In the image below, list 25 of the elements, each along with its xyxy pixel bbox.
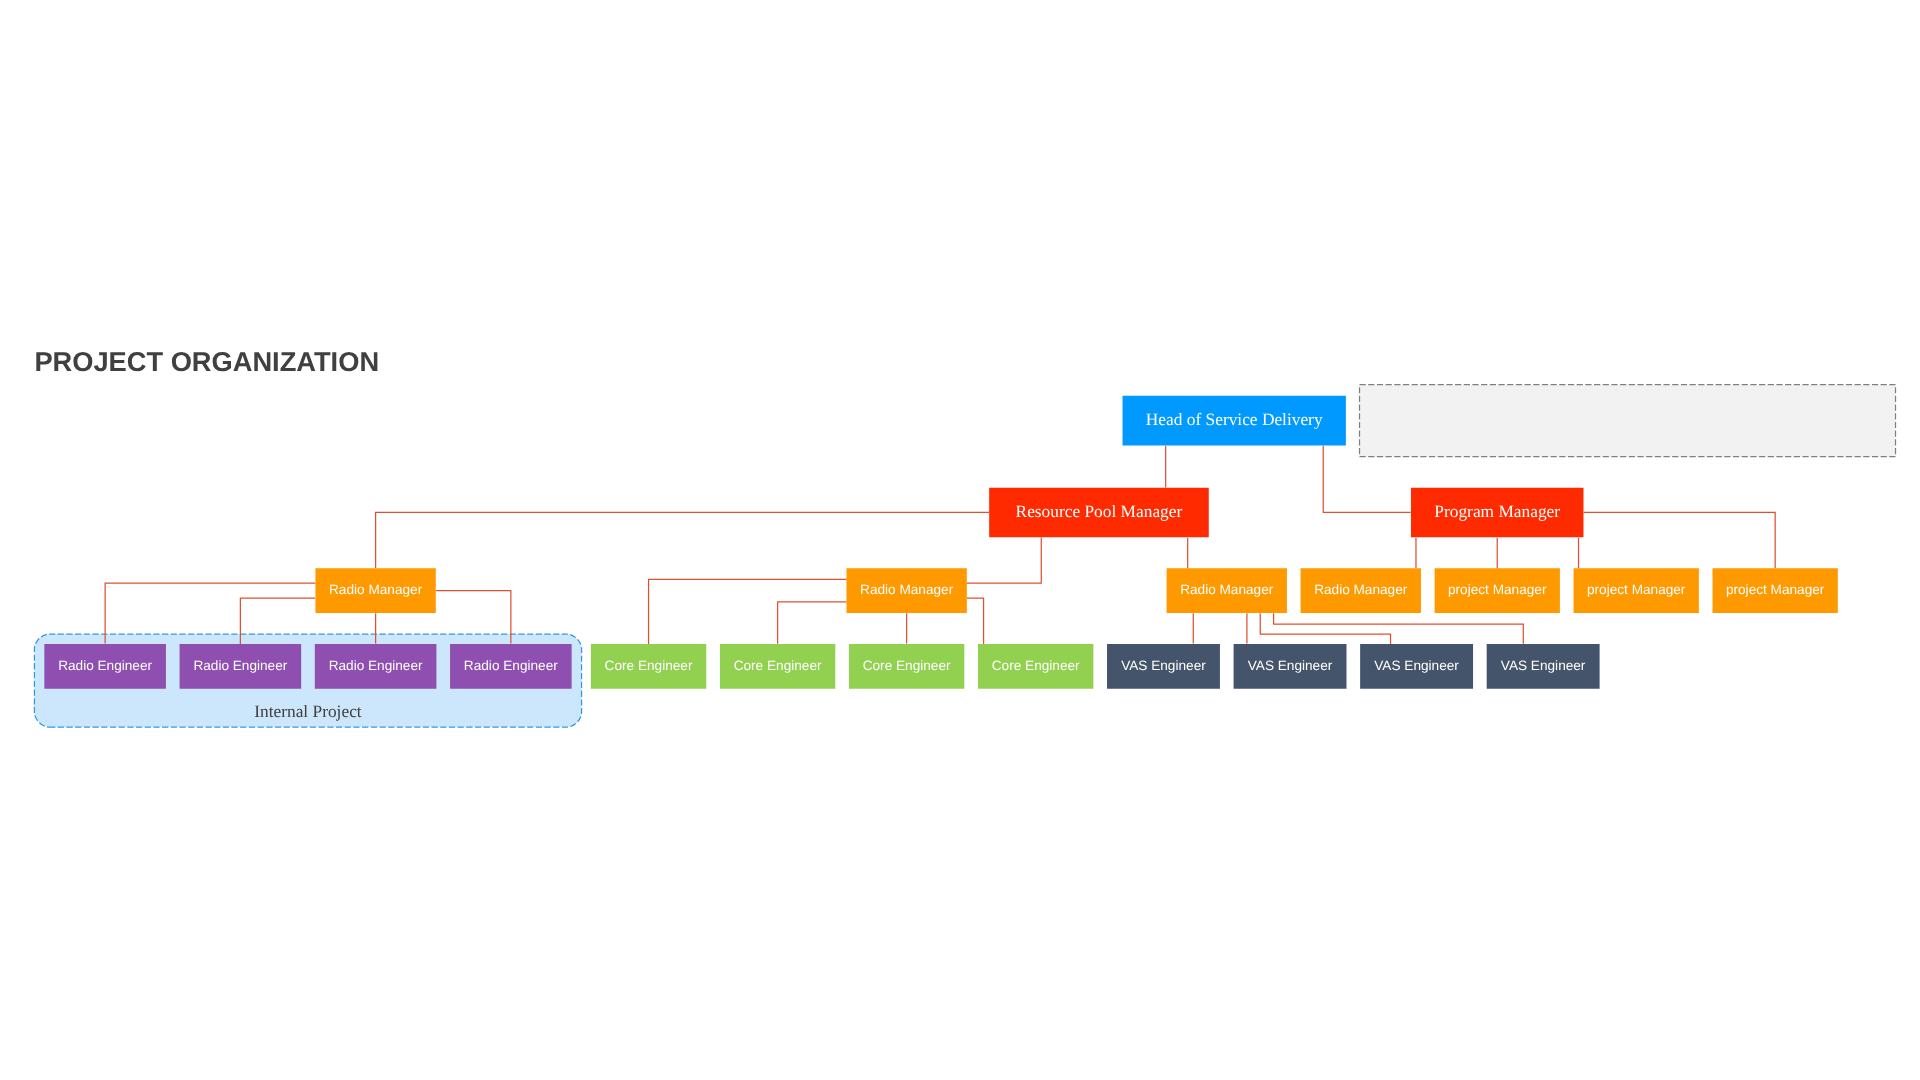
connector bbox=[1583, 510, 1776, 568]
connector bbox=[1496, 536, 1498, 568]
connector bbox=[435, 589, 512, 644]
connector bbox=[1246, 611, 1248, 644]
connector bbox=[966, 536, 1042, 583]
node-box: Resource Pool Manager bbox=[989, 486, 1209, 537]
connector bbox=[375, 510, 990, 568]
connector bbox=[777, 600, 847, 644]
node-box: Program Manager bbox=[1411, 486, 1584, 537]
node-box bbox=[1358, 383, 1897, 457]
connector bbox=[1187, 536, 1189, 568]
connector bbox=[647, 577, 848, 644]
connector bbox=[1259, 611, 1392, 644]
connector bbox=[906, 611, 908, 644]
connector bbox=[239, 596, 316, 644]
connector bbox=[104, 581, 316, 644]
connector bbox=[1192, 611, 1194, 644]
diagram-title: PROJECT ORGANIZATION bbox=[34, 345, 380, 376]
connector bbox=[966, 596, 985, 644]
node-box: Head of Service Delivery bbox=[1122, 394, 1346, 445]
connector bbox=[1165, 444, 1167, 487]
connector bbox=[1415, 536, 1417, 568]
connector bbox=[375, 611, 377, 644]
connector bbox=[1322, 444, 1412, 513]
connector bbox=[1577, 536, 1580, 568]
